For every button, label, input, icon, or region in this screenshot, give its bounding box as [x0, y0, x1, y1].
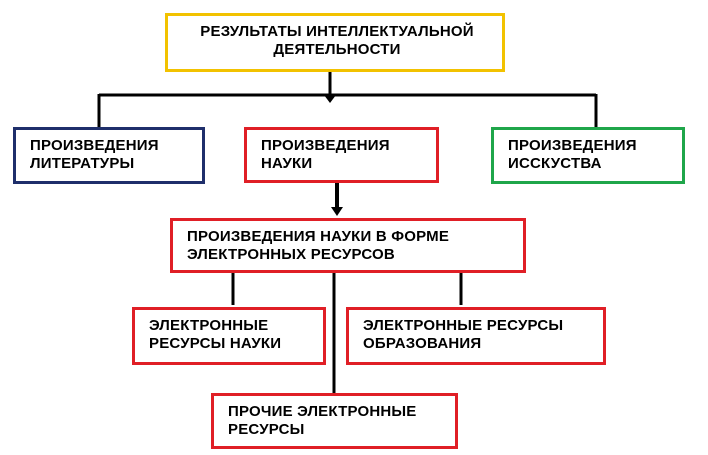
other-resources-line-1: ПРОЧИЕ ЭЛЕКТРОННЫЕ — [228, 403, 417, 420]
science-line-2: НАУКИ — [261, 155, 313, 172]
art-box: ПРОИЗВЕДЕНИЯ ИССКУСТВА — [491, 127, 685, 184]
art-line-2: ИССКУСТВА — [508, 155, 602, 172]
science-resources-box: ЭЛЕКТРОННЫЕ РЕСУРСЫ НАУКИ — [132, 307, 326, 365]
science-resources-line-1: ЭЛЕКТРОННЫЕ — [149, 317, 269, 334]
science-electronic-line-2: ЭЛЕКТРОННЫХ РЕСУРСОВ — [187, 246, 395, 263]
education-resources-line-2: ОБРАЗОВАНИЯ — [363, 335, 482, 352]
science-arrowhead — [331, 207, 343, 216]
science-electronic-line-1: ПРОИЗВЕДЕНИЯ НАУКИ В ФОРМЕ — [187, 228, 450, 245]
root-arrowhead — [324, 95, 336, 103]
literature-box: ПРОИЗВЕДЕНИЯ ЛИТЕРАТУРЫ — [13, 127, 205, 184]
literature-line-2: ЛИТЕРАТУРЫ — [30, 155, 135, 172]
art-line-1: ПРОИЗВЕДЕНИЯ — [508, 137, 637, 154]
root-line-1: РЕЗУЛЬТАТЫ ИНТЕЛЛЕКТУАЛЬНОЙ — [200, 23, 474, 40]
science-line-1: ПРОИЗВЕДЕНИЯ — [261, 137, 390, 154]
root-box: РЕЗУЛЬТАТЫ ИНТЕЛЛЕКТУАЛЬНОЙ ДЕЯТЕЛЬНОСТИ — [165, 13, 505, 72]
literature-line-1: ПРОИЗВЕДЕНИЯ — [30, 137, 159, 154]
other-resources-line-2: РЕСУРСЫ — [228, 421, 305, 438]
science-box: ПРОИЗВЕДЕНИЯ НАУКИ — [244, 127, 439, 183]
root-line-2: ДЕЯТЕЛЬНОСТИ — [273, 41, 401, 58]
science-electronic-box: ПРОИЗВЕДЕНИЯ НАУКИ В ФОРМЕ ЭЛЕКТРОННЫХ Р… — [170, 218, 526, 273]
education-resources-box: ЭЛЕКТРОННЫЕ РЕСУРСЫ ОБРАЗОВАНИЯ — [346, 307, 606, 365]
science-resources-line-2: РЕСУРСЫ НАУКИ — [149, 335, 282, 352]
education-resources-line-1: ЭЛЕКТРОННЫЕ РЕСУРСЫ — [363, 317, 564, 334]
other-resources-box: ПРОЧИЕ ЭЛЕКТРОННЫЕ РЕСУРСЫ — [211, 393, 458, 449]
